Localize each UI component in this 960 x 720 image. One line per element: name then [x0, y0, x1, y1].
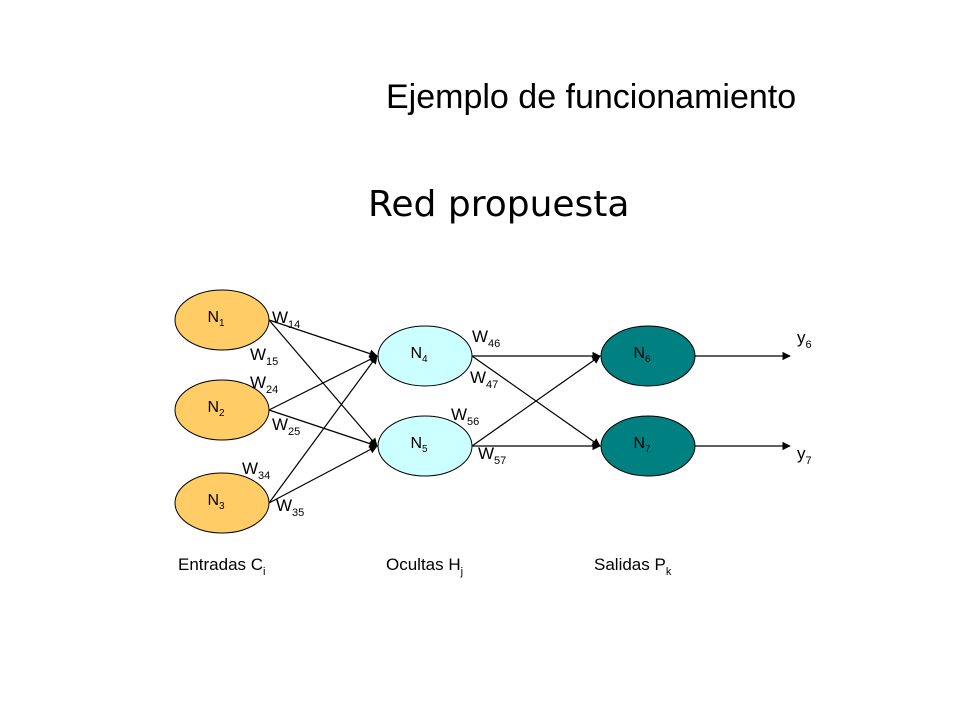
neuron-shape: [600, 325, 696, 387]
weight-label-w47: W47: [470, 368, 498, 391]
page-title: Ejemplo de funcionamiento: [386, 78, 797, 116]
neuron-shape: [377, 415, 473, 477]
edge-n3-n4: [268, 355, 378, 504]
output-label-y7: y7: [797, 444, 812, 467]
neuron-shape: [174, 472, 270, 534]
neuron-n7: N7: [600, 415, 696, 477]
neuron-label-n6: N6: [633, 345, 651, 365]
connections: [268, 319, 791, 504]
neuron-shape: [377, 325, 473, 387]
weight-label-w15: W15: [250, 345, 278, 368]
neuron-label-n7: N7: [633, 435, 651, 455]
page-subtitle: Red propuesta: [368, 184, 630, 225]
layer-label-2: Ocultas Hj: [386, 555, 463, 578]
edge-n2-n4: [268, 355, 378, 411]
neuron-shape: [600, 415, 696, 477]
weight-label-w25: W25: [272, 415, 300, 438]
weight-label-w56: W56: [451, 405, 479, 428]
neuron-n5: N5: [377, 415, 473, 477]
neuron-n3: N3: [174, 472, 270, 534]
weight-label-w46: W46: [472, 327, 500, 350]
weight-label-w24: W24: [250, 373, 278, 396]
layer-label-3: Salidas Pk: [594, 555, 672, 578]
neuron-label-n1: N1: [207, 309, 225, 329]
edge-n1-n4: [268, 319, 378, 358]
neuron-label-n5: N5: [410, 435, 428, 455]
weight-label-w57: W57: [478, 444, 506, 467]
output-label-y6: y6: [797, 328, 812, 351]
neuron-n1: N1: [174, 289, 270, 351]
neuron-label-n4: N4: [410, 345, 428, 365]
weight-label-w35: W35: [276, 496, 304, 519]
neuron-label-n2: N2: [207, 399, 225, 419]
layer-label-1: Entradas Ci: [178, 555, 266, 578]
neuron-n6: N6: [600, 325, 696, 387]
neuron-shape: [174, 289, 270, 351]
neuron-label-n3: N3: [207, 492, 225, 512]
neuron-shape: [174, 379, 270, 441]
weight-label-w34: W34: [242, 459, 270, 482]
neuron-n4: N4: [377, 325, 473, 387]
edge-n3-n5: [268, 445, 378, 504]
edge-n2-n5: [268, 409, 378, 448]
neuron-n2: N2: [174, 379, 270, 441]
weight-label-w14: W14: [272, 308, 300, 331]
edge-n5-n6: [471, 355, 601, 447]
